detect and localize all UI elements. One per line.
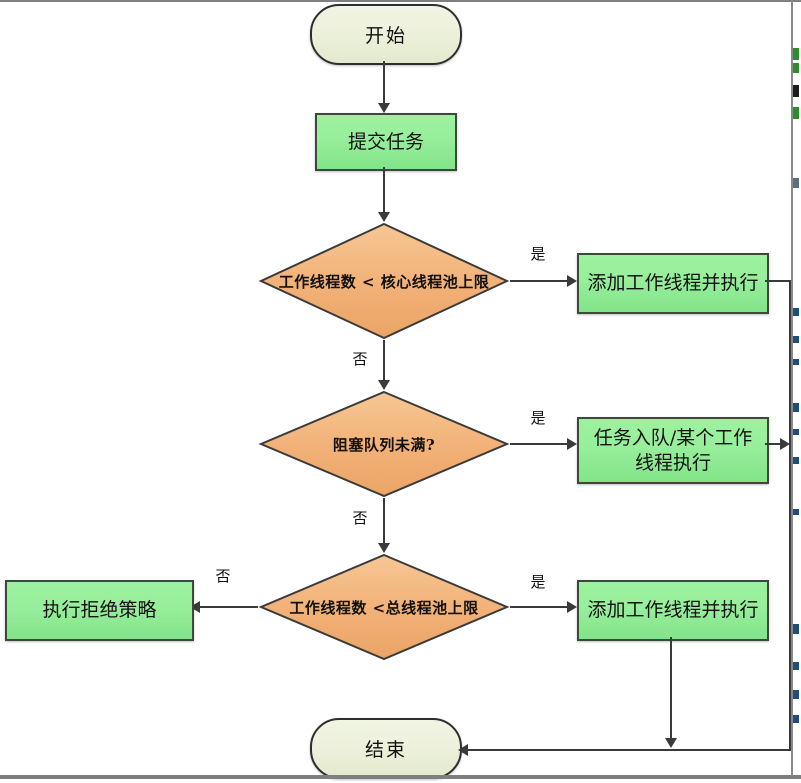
- edge-artifact: [793, 336, 799, 343]
- arrowhead-down-icon: [378, 103, 390, 113]
- edge-artifact: [793, 85, 799, 97]
- arrowhead-down-icon: [378, 543, 390, 553]
- arrowhead-right-icon: [780, 438, 790, 450]
- connector-decision2-box2: [510, 443, 568, 445]
- edge-label-queue-yes: 是: [530, 409, 546, 427]
- connector-decision3-reject: [198, 606, 258, 608]
- edge-label-core-yes: 是: [530, 245, 546, 263]
- edge-artifact: [793, 624, 799, 634]
- connector-decision2-decision3: [383, 498, 385, 543]
- node-add-worker-bottom: 添加工作线程并执行: [577, 580, 769, 641]
- edge-label-max-yes: 是: [530, 573, 546, 591]
- edge-artifact: [793, 690, 799, 699]
- node-add-worker-bottom-label: 添加工作线程并执行: [587, 599, 759, 622]
- edge-artifact: [793, 429, 799, 435]
- node-enqueue-task-label: 任务入队/某个工作 线程执行: [594, 426, 752, 475]
- enqueue-line1: 任务入队/某个工作: [593, 426, 753, 449]
- connector-decision1-box1: [510, 280, 568, 282]
- connector-box1-rightrail: [765, 280, 791, 282]
- node-enqueue-task: 任务入队/某个工作 线程执行: [577, 417, 769, 484]
- edge-artifact: [793, 403, 799, 412]
- node-start: 开始: [310, 4, 462, 65]
- node-add-worker-top: 添加工作线程并执行: [577, 253, 769, 314]
- node-decision-queue: [258, 390, 510, 498]
- frame-top-border: [0, 0, 801, 2]
- edge-artifact: [793, 107, 799, 119]
- connector-start-submit: [383, 61, 385, 104]
- edge-artifact: [793, 457, 799, 464]
- edge-label-max-no: 否: [215, 567, 231, 585]
- node-reject-policy-label: 执行拒绝策略: [42, 599, 157, 622]
- diamond-shape: [258, 390, 510, 498]
- diamond-shape: [258, 553, 510, 661]
- connector-box2-rightrail: [765, 443, 782, 445]
- node-decision-core-label: 工作线程数 < 核心线程池上限: [278, 272, 490, 291]
- edge-artifact: [793, 63, 799, 73]
- node-decision-core: [258, 222, 510, 340]
- edge-artifact: [793, 359, 799, 365]
- enqueue-line2: 线程执行: [634, 451, 711, 474]
- node-decision-max: [258, 553, 510, 661]
- arrowhead-left-icon: [458, 744, 468, 756]
- edge-artifact: [793, 509, 799, 515]
- node-end: 结束: [310, 718, 462, 779]
- arrowhead-left-icon: [190, 601, 200, 613]
- arrowhead-down-icon: [378, 380, 390, 390]
- arrowhead-right-icon: [567, 601, 577, 613]
- arrowhead-down-icon: [378, 212, 390, 222]
- node-end-label: 结束: [364, 739, 407, 761]
- edge-artifact: [793, 48, 799, 60]
- arrowhead-down-icon: [665, 738, 677, 748]
- connector-decision3-box3: [510, 606, 568, 608]
- connector-right-rail: [789, 280, 791, 751]
- node-reject-policy: 执行拒绝策略: [5, 580, 194, 641]
- edge-artifact: [793, 715, 799, 723]
- connector-box3-bottomrail: [670, 637, 672, 739]
- connector-submit-decision1: [383, 167, 385, 212]
- diamond-shape: [258, 222, 510, 340]
- node-submit-task: 提交任务: [315, 113, 457, 171]
- arrowhead-right-icon: [567, 275, 577, 287]
- arrowhead-right-icon: [567, 438, 577, 450]
- node-add-worker-top-label: 添加工作线程并执行: [587, 272, 759, 295]
- edge-artifact: [793, 308, 799, 316]
- node-decision-queue-label: 阻塞队列未满?: [332, 435, 436, 454]
- edge-artifact: [793, 178, 799, 188]
- node-submit-task-label: 提交任务: [347, 130, 424, 153]
- edge-artifact: [793, 662, 799, 670]
- node-decision-max-label: 工作线程数 <总线程池上限: [289, 598, 479, 617]
- frame-right-border: [791, 0, 793, 779]
- edge-label-queue-no: 否: [352, 509, 368, 527]
- frame-bottom-border: [0, 775, 801, 779]
- connector-bottom-rail: [468, 749, 791, 751]
- node-start-label: 开始: [364, 25, 407, 47]
- edge-label-core-no: 否: [352, 350, 368, 368]
- connector-decision1-decision2: [383, 340, 385, 381]
